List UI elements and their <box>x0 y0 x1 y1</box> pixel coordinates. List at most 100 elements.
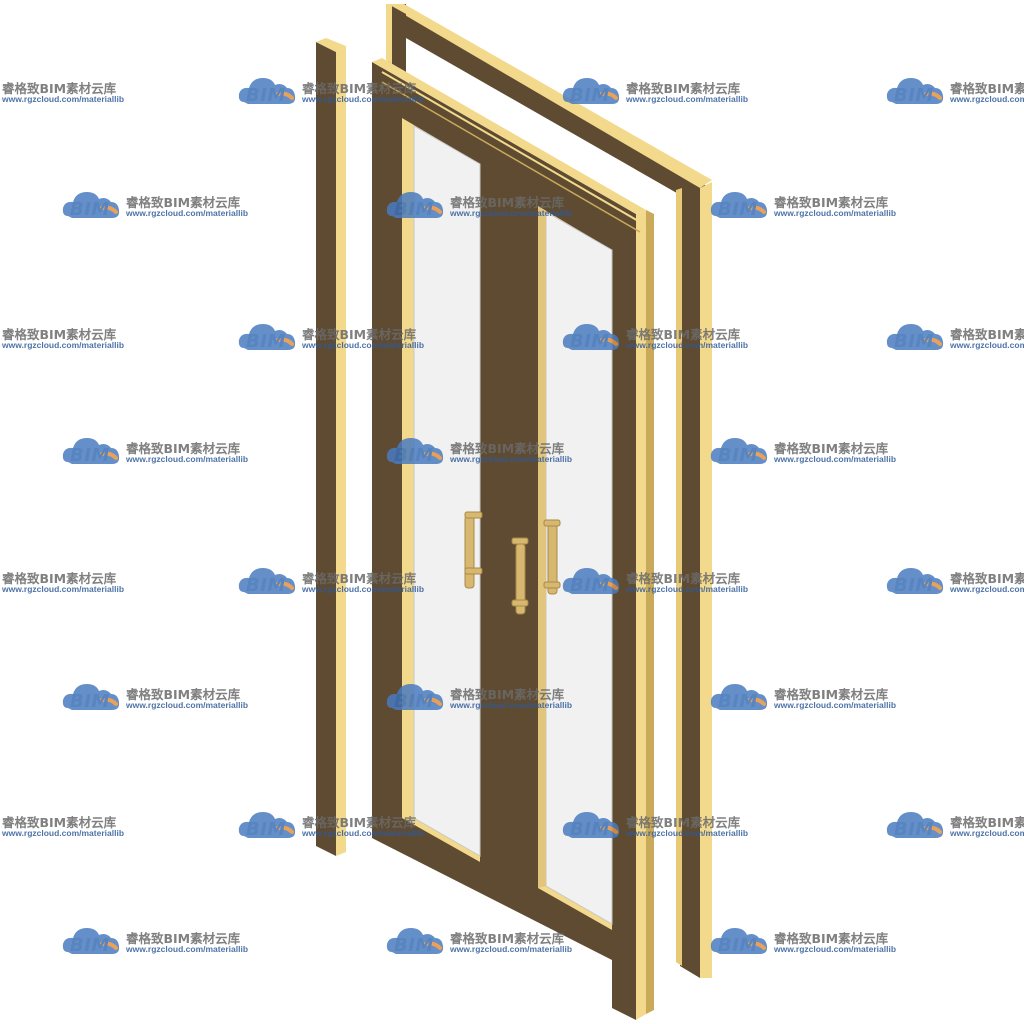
watermark-logo: BIM 睿格致BIM素材云库 www.rgzcloud.com/material… <box>886 318 1024 358</box>
cloud-icon <box>886 78 944 104</box>
watermark-logo: BIM 睿格致BIM素材云库 www.rgzcloud.com/material… <box>62 432 252 472</box>
watermark-bim-text: BIM <box>570 331 610 352</box>
front-frame-left-post-edge <box>336 46 346 856</box>
cloud-icon <box>238 324 296 350</box>
watermark-brand-name: 睿格致BIM素材云库 <box>302 815 417 830</box>
watermark-bim-text: BIM <box>894 575 934 596</box>
watermark-url: www.rgzcloud.com/materiallib <box>774 700 897 710</box>
watermark-url: www.rgzcloud.com/materiallib <box>2 584 125 594</box>
watermark-url: www.rgzcloud.com/materiallib <box>626 828 749 838</box>
frame-top-bar <box>388 4 710 212</box>
door-leaf-right-edge <box>636 210 646 1020</box>
frame-right-post <box>680 186 700 978</box>
watermark-brand-name: 睿格致BIM素材云库 <box>126 195 241 210</box>
door-leaf-top-rail-line-2 <box>381 81 641 233</box>
watermark-bim-text: BIM <box>70 445 110 466</box>
cloud-icon <box>62 192 120 218</box>
watermark-logo: BIM 睿格致BIM素材云库 www.rgzcloud.com/material… <box>562 72 752 112</box>
frame-back-left-post <box>388 4 406 72</box>
watermark-url: www.rgzcloud.com/materiallib <box>450 700 573 710</box>
watermark-brand-name: 睿格致BIM素材云库 <box>950 81 1024 96</box>
cloud-icon <box>710 438 768 464</box>
watermark-url: www.rgzcloud.com/materiallib <box>450 454 573 464</box>
watermark-logo: BIM 睿格致BIM素材云库 www.rgzcloud.com/material… <box>386 186 576 226</box>
cloud-icon <box>562 812 620 838</box>
door-leaf-top-rail-line <box>381 71 641 223</box>
watermark-url: www.rgzcloud.com/materiallib <box>302 828 425 838</box>
watermark-brand-name: 睿格致BIM素材云库 <box>450 195 565 210</box>
watermark-url: www.rgzcloud.com/materiallib <box>302 584 425 594</box>
watermark-url: www.rgzcloud.com/materiallib <box>2 340 125 350</box>
left-glass-pane <box>413 125 481 857</box>
cloud-icon <box>386 192 444 218</box>
watermark-url: www.rgzcloud.com/materiallib <box>626 94 749 104</box>
watermark-logo: BIM 睿格致BIM素材云库 www.rgzcloud.com/material… <box>62 922 252 962</box>
watermark-brand-name: 睿格致BIM素材云库 <box>950 815 1024 830</box>
watermark-url: www.rgzcloud.com/materiallib <box>774 454 897 464</box>
watermark-url: www.rgzcloud.com/materiallib <box>126 208 249 218</box>
watermark-bim-text: BIM <box>718 445 758 466</box>
front-frame-left <box>316 38 346 856</box>
cloud-icon <box>386 684 444 710</box>
watermark-logo: BIM 睿格致BIM素材云库 www.rgzcloud.com/material… <box>562 806 752 846</box>
watermark-logo: BIM 睿格致BIM素材云库 www.rgzcloud.com/material… <box>886 72 1024 112</box>
cloud-icon <box>886 568 944 594</box>
watermark-brand-name: 睿格致BIM素材云库 <box>126 687 241 702</box>
handle-right-icon <box>543 519 561 595</box>
watermark-logo: BIM 睿格致BIM素材云库 www.rgzcloud.com/material… <box>386 678 576 718</box>
outer-door-frame <box>386 4 712 978</box>
watermark-brand-name: 睿格致BIM素材云库 <box>126 441 241 456</box>
watermark-logo: BIM 睿格致BIM素材云库 www.rgzcloud.com/material… <box>386 432 576 472</box>
watermark-logo: BIM 睿格致BIM素材云库 www.rgzcloud.com/material… <box>886 806 1024 846</box>
handle-center-icon <box>511 537 529 615</box>
watermark-bim-text: BIM <box>246 331 286 352</box>
watermark-bim-text: BIM <box>394 199 434 220</box>
watermark-logo: BIM 睿格致BIM素材云库 www.rgzcloud.com/material… <box>0 72 128 112</box>
cloud-icon <box>710 192 768 218</box>
watermark-logo: BIM 睿格致BIM素材云库 www.rgzcloud.com/material… <box>0 562 128 602</box>
watermark-logo: BIM 睿格致BIM素材云库 www.rgzcloud.com/material… <box>238 806 428 846</box>
watermark-brand-name: 睿格致BIM素材云库 <box>626 815 741 830</box>
cloud-icon <box>562 568 620 594</box>
cloud-icon <box>238 812 296 838</box>
watermark-url: www.rgzcloud.com/materiallib <box>302 94 425 104</box>
watermark-logo: BIM 睿格致BIM素材云库 www.rgzcloud.com/material… <box>0 806 128 846</box>
frame-right-post-edge <box>700 182 712 978</box>
watermark-url: www.rgzcloud.com/materiallib <box>126 454 249 464</box>
right-glass-inner-edge <box>538 206 546 888</box>
watermark-url: www.rgzcloud.com/materiallib <box>126 700 249 710</box>
watermark-bim-text: BIM <box>394 935 434 956</box>
watermark-url: www.rgzcloud.com/materiallib <box>774 944 897 954</box>
watermark-logo: BIM 睿格致BIM素材云库 www.rgzcloud.com/material… <box>238 562 428 602</box>
watermark-brand-name: 睿格致BIM素材云库 <box>302 571 417 586</box>
door-leaf-right-edge-2 <box>646 210 654 1014</box>
watermark-url: www.rgzcloud.com/materiallib <box>450 944 573 954</box>
watermark-url: www.rgzcloud.com/materiallib <box>950 94 1024 104</box>
watermark-logo: BIM 睿格致BIM素材云库 www.rgzcloud.com/material… <box>886 562 1024 602</box>
cloud-icon <box>238 78 296 104</box>
frame-top-bar-edge <box>386 4 712 188</box>
watermark-bim-text: BIM <box>394 445 434 466</box>
watermark-bim-text: BIM <box>570 85 610 106</box>
cloud-icon <box>62 438 120 464</box>
watermark-logo: BIM 睿格致BIM素材云库 www.rgzcloud.com/material… <box>710 186 900 226</box>
watermark-brand-name: 睿格致BIM素材云库 <box>626 327 741 342</box>
watermark-url: www.rgzcloud.com/materiallib <box>2 828 125 838</box>
watermark-logo: BIM 睿格致BIM素材云库 www.rgzcloud.com/material… <box>238 318 428 358</box>
watermark-bim-text: BIM <box>70 935 110 956</box>
watermark-brand-name: 睿格致BIM素材云库 <box>2 571 117 586</box>
watermark-logo: BIM 睿格致BIM素材云库 www.rgzcloud.com/material… <box>710 922 900 962</box>
watermark-brand-name: 睿格致BIM素材云库 <box>302 81 417 96</box>
watermark-url: www.rgzcloud.com/materiallib <box>626 584 749 594</box>
watermark-logo: BIM 睿格致BIM素材云库 www.rgzcloud.com/material… <box>386 922 576 962</box>
watermark-url: www.rgzcloud.com/materiallib <box>126 944 249 954</box>
watermark-brand-name: 睿格致BIM素材云库 <box>626 81 741 96</box>
watermark-bim-text: BIM <box>394 691 434 712</box>
front-frame-left-top <box>316 38 346 52</box>
watermark-logo: BIM 睿格致BIM素材云库 www.rgzcloud.com/material… <box>562 562 752 602</box>
watermark-bim-text: BIM <box>570 819 610 840</box>
watermark-logo: BIM 睿格致BIM素材云库 www.rgzcloud.com/material… <box>238 72 428 112</box>
cloud-icon <box>386 438 444 464</box>
